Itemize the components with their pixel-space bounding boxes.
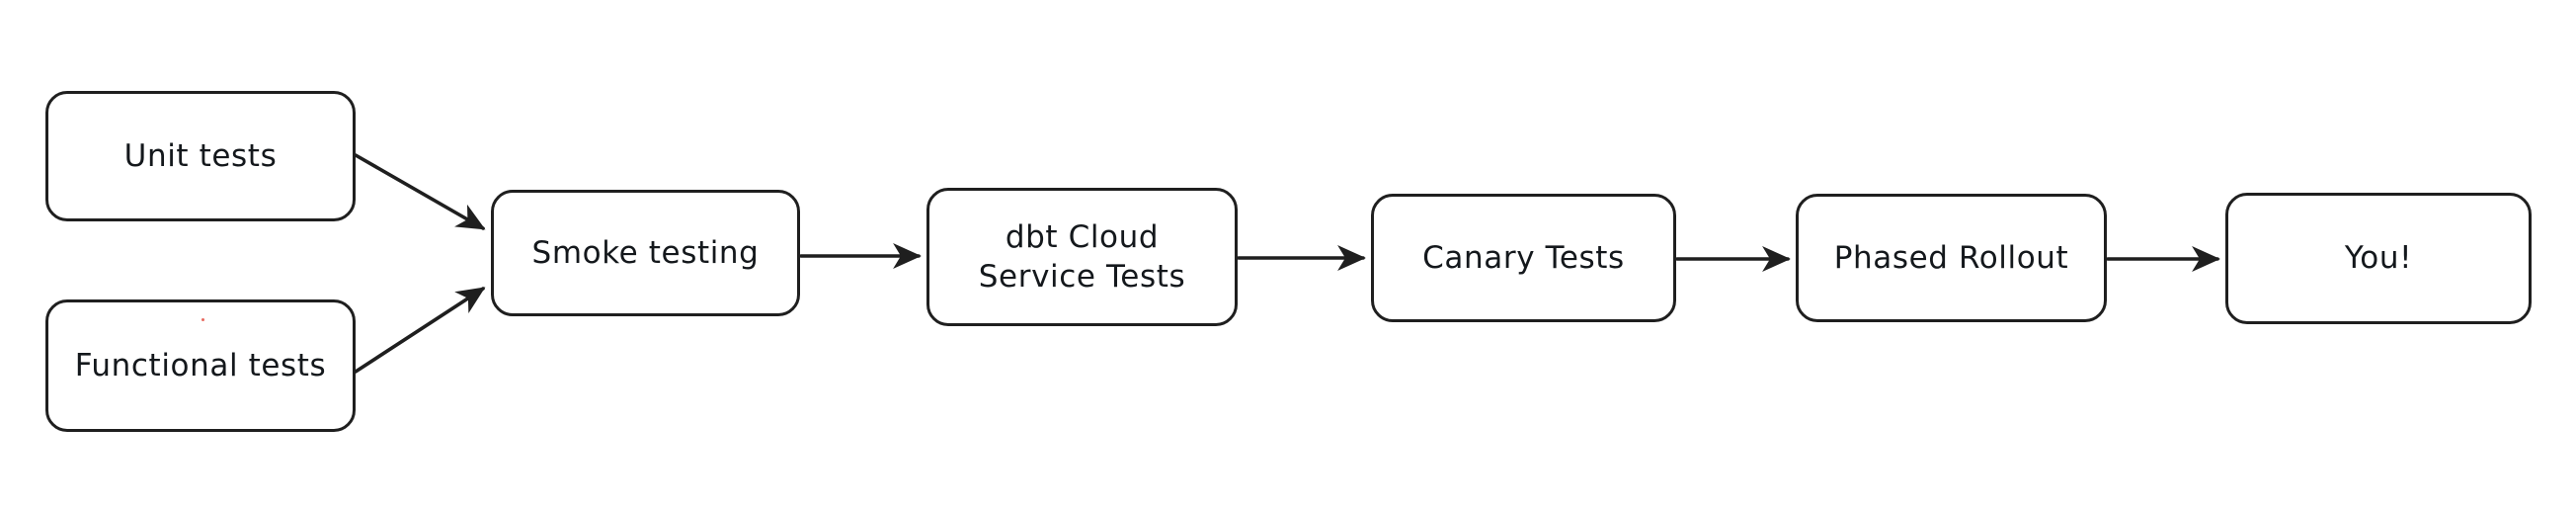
- node-phased-rollout[interactable]: Phased Rollout: [1796, 194, 2107, 322]
- edge-functional-to-smoke: [354, 287, 486, 374]
- node-label-unit-tests: Unit tests: [123, 137, 278, 174]
- node-functional-tests[interactable]: Functional tests: [45, 299, 356, 432]
- node-unit-tests[interactable]: Unit tests: [45, 91, 356, 221]
- node-you[interactable]: You!: [2225, 193, 2532, 324]
- node-label-canary-tests: Canary Tests: [1422, 239, 1625, 276]
- node-smoke-testing[interactable]: Smoke testing: [491, 190, 800, 316]
- node-label-you: You!: [2344, 240, 2413, 277]
- node-label-functional-tests: Functional tests: [74, 347, 327, 383]
- node-canary-tests[interactable]: Canary Tests: [1371, 194, 1676, 322]
- node-label-smoke-testing: Smoke testing: [531, 234, 760, 271]
- edge-unit-to-smoke: [354, 153, 486, 230]
- node-dbt-cloud-service-tests[interactable]: dbt Cloud Service Tests: [926, 188, 1238, 326]
- node-label-dbt-cloud-service-tests: dbt Cloud Service Tests: [978, 218, 1186, 295]
- red-dot-artifact: [201, 318, 204, 321]
- node-label-phased-rollout: Phased Rollout: [1833, 239, 2069, 276]
